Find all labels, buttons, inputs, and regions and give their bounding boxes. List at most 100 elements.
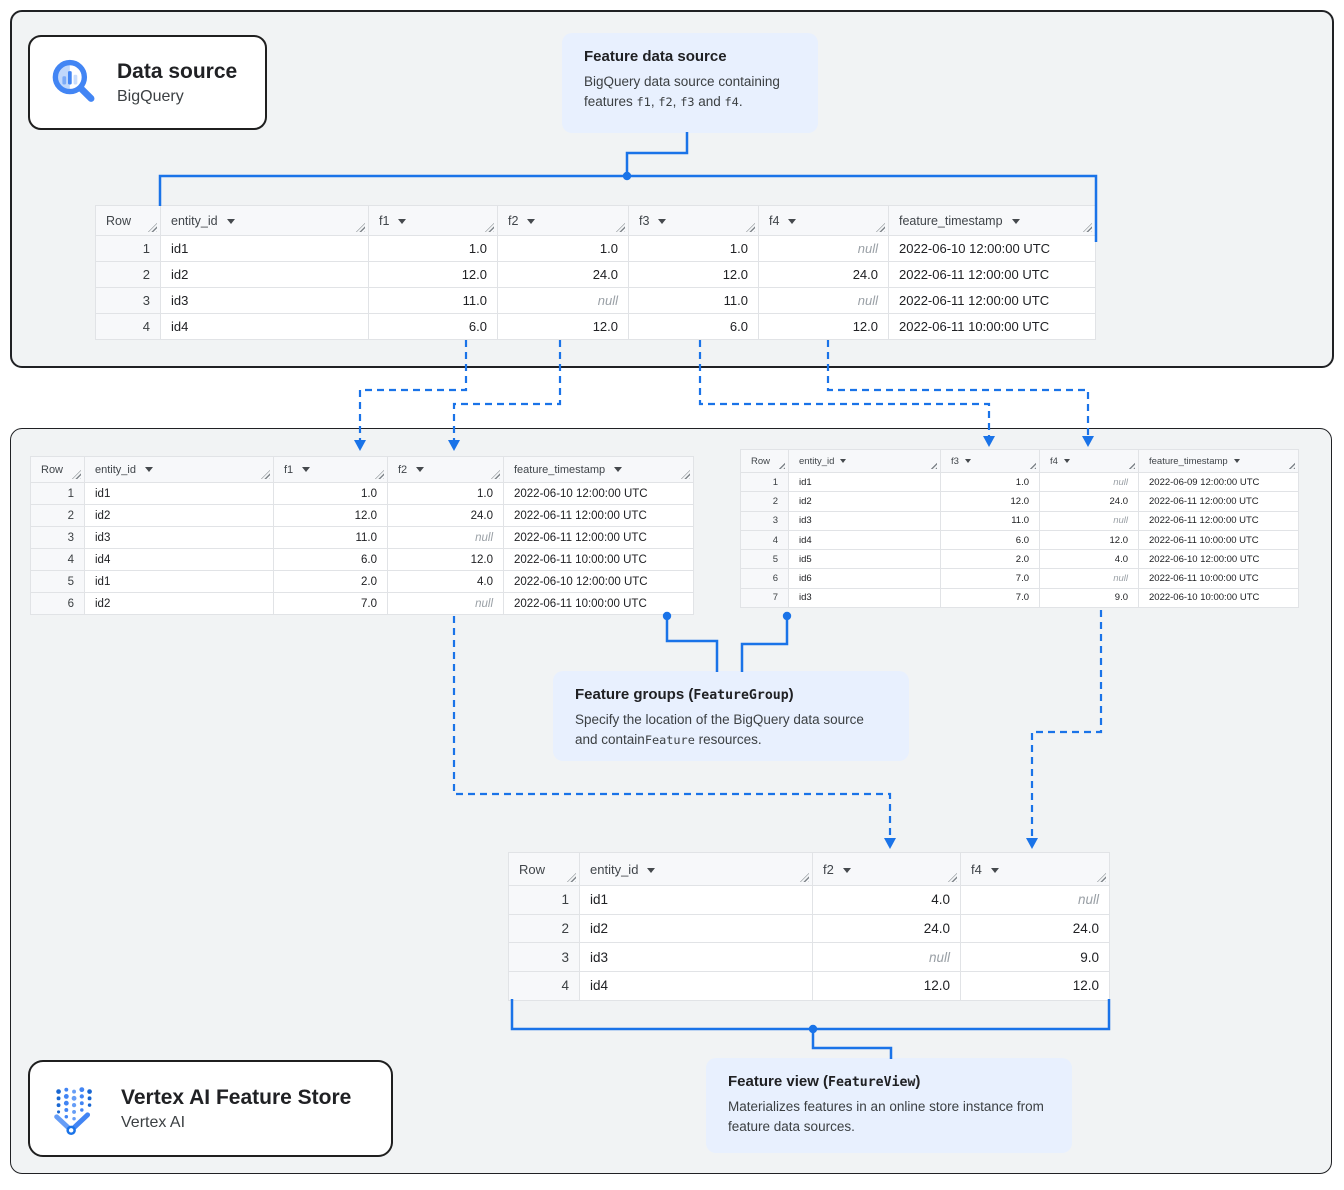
table-cell: 1.0 — [368, 235, 498, 262]
table-cell: 2022-06-11 12:00:00 UTC — [888, 261, 1096, 288]
resize-handle-icon — [616, 223, 625, 232]
table-cell: 11.0 — [628, 287, 759, 314]
mono-text: FeatureGroup — [693, 688, 789, 703]
resize-handle-icon — [778, 462, 785, 469]
resize-handle-icon — [261, 470, 270, 479]
table-cell: 7.0 — [940, 587, 1040, 609]
column-label: feature_timestamp — [514, 463, 606, 476]
sort-caret-icon — [1233, 458, 1240, 463]
resize-handle-icon — [800, 873, 809, 882]
table-cell: id2 — [84, 592, 274, 615]
table-cell: null — [387, 592, 504, 615]
sort-caret-icon — [964, 458, 971, 463]
sort-caret-icon — [527, 218, 536, 224]
feature-data-source-callout-body: BigQuery data source containing features… — [584, 72, 796, 113]
table-cell: 24.0 — [387, 504, 504, 527]
table-cell: 24.0 — [812, 913, 961, 944]
table-cell: 2022-06-10 12:00:00 UTC — [1138, 549, 1299, 570]
text-segment: Feature groups ( — [575, 686, 694, 703]
column-header-entity_id: entity_id — [84, 456, 274, 483]
column-header-f4: f4 — [960, 852, 1110, 886]
column-header-f2: f2 — [497, 205, 629, 236]
resize-handle-icon — [930, 462, 937, 469]
column-label: Row — [106, 213, 132, 228]
table-cell: 6.0 — [628, 313, 759, 340]
resize-handle-icon — [491, 470, 500, 479]
table-cell: id2 — [84, 504, 274, 527]
column-header-f2: f2 — [387, 456, 504, 483]
table-cell: 3 — [740, 510, 789, 531]
table-cell: id4 — [160, 313, 369, 340]
table-cell: 11.0 — [273, 526, 388, 549]
table-cell: 11.0 — [368, 287, 498, 314]
text-segment: . — [738, 94, 743, 110]
table-cell: 2022-06-11 12:00:00 UTC — [888, 287, 1096, 314]
table-cell: null — [1039, 568, 1139, 589]
sort-caret-icon — [658, 218, 667, 224]
table-cell: 7.0 — [940, 568, 1040, 589]
table-cell: 9.0 — [960, 942, 1110, 973]
resize-handle-icon — [681, 470, 690, 479]
table-cell: 1.0 — [387, 482, 504, 505]
resize-handle-icon — [1029, 462, 1036, 469]
feature-groups-callout: Feature groups (FeatureGroup) Specify th… — [553, 671, 909, 761]
sort-caret-icon — [842, 867, 851, 873]
table-cell: 2022-06-11 10:00:00 UTC — [888, 313, 1096, 340]
mono-text: f1 — [636, 95, 651, 110]
table-cell: 4 — [508, 971, 580, 1001]
table-cell: null — [758, 235, 889, 262]
sort-caret-icon — [226, 218, 235, 224]
table-cell: 2022-06-10 12:00:00 UTC — [888, 235, 1096, 262]
table-cell: id6 — [788, 568, 941, 589]
table-cell: 1.0 — [628, 235, 759, 262]
table-cell: id4 — [579, 971, 813, 1001]
column-header-f4: f4 — [1039, 449, 1139, 473]
sort-caret-icon — [416, 467, 425, 473]
column-label: f1 — [379, 213, 390, 228]
table-cell: id2 — [160, 261, 369, 288]
sort-caret-icon — [647, 867, 656, 873]
table-cell: 7.0 — [273, 592, 388, 615]
table-cell: id1 — [579, 885, 813, 915]
table-cell: 2 — [740, 491, 789, 512]
text-segment: resources. — [694, 732, 762, 748]
text-segment: Feature view ( — [728, 1073, 829, 1090]
feature-data-source-callout: Feature data source BigQuery data source… — [562, 33, 818, 133]
text-segment: ) — [788, 686, 794, 703]
column-label: f3 — [639, 213, 650, 228]
vertex-ai-icon — [45, 1078, 107, 1140]
sort-caret-icon — [398, 218, 407, 224]
resize-handle-icon — [1288, 462, 1295, 469]
table-cell: 2022-06-11 12:00:00 UTC — [1138, 510, 1299, 531]
table-cell: 6.0 — [940, 529, 1040, 551]
table-cell: 12.0 — [940, 491, 1040, 512]
resize-handle-icon — [148, 223, 157, 232]
table-cell: 2022-06-10 12:00:00 UTC — [503, 482, 694, 505]
table-cell: 6.0 — [273, 548, 388, 571]
mono-text: Feature — [644, 733, 695, 748]
table-cell: 2022-06-09 12:00:00 UTC — [1138, 471, 1299, 493]
table-cell: null — [758, 287, 889, 314]
data-source-card: Data source BigQuery — [28, 35, 267, 130]
column-header-f1: f1 — [273, 456, 388, 483]
table-cell: 24.0 — [758, 261, 889, 288]
column-header-f4: f4 — [758, 205, 889, 236]
resize-handle-icon — [1128, 462, 1135, 469]
table-cell: 2022-06-10 12:00:00 UTC — [503, 570, 694, 593]
table-cell: 12.0 — [387, 548, 504, 571]
table-cell: 1 — [740, 471, 789, 493]
table-cell: 2022-06-11 10:00:00 UTC — [503, 548, 694, 571]
column-header-entity_id: entity_id — [788, 449, 941, 473]
feature-groups-callout-title: Feature groups (FeatureGroup) — [575, 686, 887, 703]
table-cell: 12.0 — [628, 261, 759, 288]
